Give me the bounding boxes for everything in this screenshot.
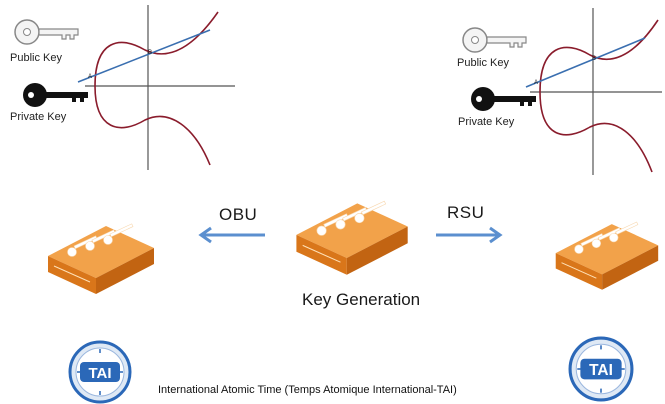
- tai-clock-icon: TAI: [568, 336, 634, 402]
- tai-clock-icon: TAI: [68, 340, 132, 404]
- key-box-icon: [48, 223, 154, 294]
- point-b-label: B: [592, 56, 596, 62]
- ecc-graph-left: A B: [77, 5, 235, 170]
- elliptic-curve-upper: [539, 19, 659, 93]
- key-box-icon: [555, 221, 659, 290]
- public-key-label: Public Key: [457, 57, 509, 69]
- tai-caption: International Atomic Time (Temps Atomiqu…: [158, 384, 457, 396]
- secant-line: [77, 29, 211, 83]
- tai-badge-text: TAI: [88, 365, 111, 382]
- key-box-icon: [296, 200, 408, 275]
- private-key-label: Private Key: [458, 116, 515, 128]
- arrow-right-icon: [436, 226, 503, 244]
- public-key-label: Public Key: [10, 52, 62, 64]
- black-key-icon: [471, 87, 536, 111]
- point-a-label: A: [88, 74, 92, 80]
- rsu-label: RSU: [447, 203, 485, 222]
- elliptic-curve-upper: [94, 11, 219, 87]
- ecc-graph-right: A B: [525, 8, 662, 175]
- private-key-label: Private Key: [10, 111, 67, 123]
- white-key-icon: [462, 27, 527, 53]
- secant-line: [525, 37, 646, 88]
- ecc-panel-right: A B Public Key Private Key: [440, 0, 665, 180]
- point-a-label: A: [534, 80, 538, 86]
- black-key-icon: [23, 83, 88, 107]
- point-b-label: B: [148, 50, 152, 56]
- key-generation-caption: Key Generation: [302, 290, 421, 309]
- elliptic-curve-lower: [94, 85, 211, 166]
- arrow-left-icon: [198, 226, 265, 244]
- obu-label: OBU: [219, 205, 258, 224]
- elliptic-curve-lower: [539, 91, 653, 173]
- tai-badge-text: TAI: [589, 362, 613, 379]
- white-key-icon: [14, 19, 79, 45]
- ecc-panel-left: A B Public Key Private Key: [0, 0, 240, 175]
